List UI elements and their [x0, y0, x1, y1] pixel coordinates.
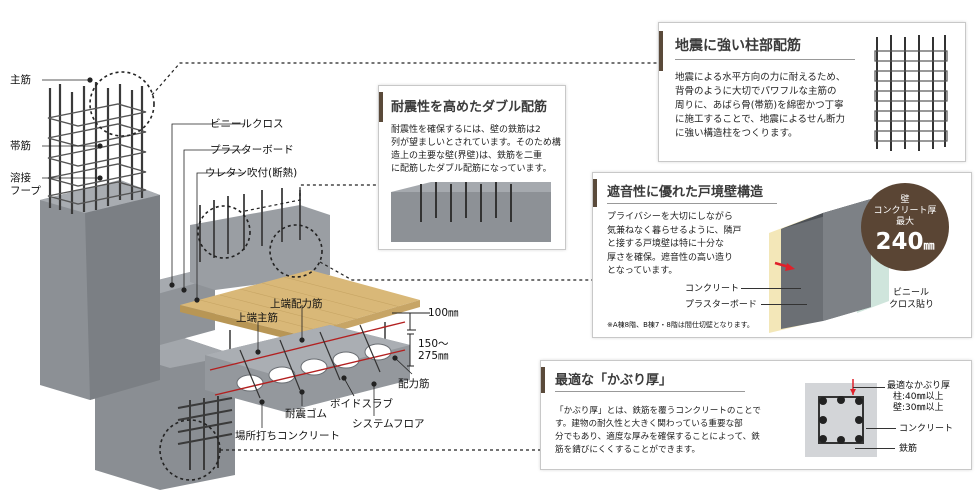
label-seismic-rubber: 耐震ゴム	[285, 408, 327, 420]
panel-column-title: 地震に強い柱部配筋	[675, 38, 801, 54]
cover-label-rebar: 鉄筋	[899, 444, 918, 454]
label-cast-concrete: 場所打ちコンクリート	[235, 430, 340, 442]
wall-note: ※A棟8階、B棟7・8階は間仕切壁となります。	[607, 321, 754, 329]
label-main-rebar: 主筋	[10, 74, 31, 86]
label-hoop: 帯筋	[10, 140, 31, 152]
panel-column-text: 地震による水平方向の力に耐えるため、 背骨のように大切でパワフルな主筋の 周りに…	[675, 72, 846, 139]
label-urethan: ウレタン吹付(断熱)	[205, 167, 298, 179]
panel-double-rebar: 耐震性を高めたダブル配筋 耐震性を確保するには、壁の鉄筋は2 列が望ましいとされ…	[378, 85, 566, 250]
double-rebar-illustration	[391, 182, 551, 242]
label-plasterboard: プラスターボード	[210, 144, 294, 156]
label-vinyl-cloth: ビニールクロス	[210, 118, 284, 130]
panel-double-title: 耐震性を高めたダブル配筋	[391, 100, 548, 115]
label-slab-100: 100㎜	[428, 307, 459, 319]
label-distribution-bar: 配力筋	[398, 378, 430, 390]
wall-label-vinyl-2: クロス貼り	[889, 300, 935, 310]
back-wall	[190, 205, 330, 290]
label-welded-hoop-1: 溶接	[10, 172, 31, 184]
wall-label-vinyl-1: ビニール	[893, 288, 930, 298]
cover-label-concrete: コンクリート	[899, 424, 954, 434]
panel-column-rebar: 地震に強い柱部配筋 地震による水平方向の力に耐えるため、 背骨のように大切でパワ…	[658, 22, 966, 162]
column-rebar-illustration	[874, 35, 948, 151]
cover-label-wall: 壁:30㎜以上	[893, 403, 944, 413]
wood-floor	[180, 270, 420, 335]
callout-wall	[269, 224, 323, 278]
label-top-distribution-bar: 上端配力筋	[270, 298, 323, 310]
cover-section-illustration	[805, 379, 877, 457]
panel-double-text: 耐震性を確保するには、壁の鉄筋は2 列が望ましいとされています。そのため構 造上…	[391, 125, 561, 174]
label-slab-thickness-1: 150～	[418, 338, 449, 350]
wall-thickness-badge: 壁 コンクリート厚 最大 240㎜	[861, 183, 949, 271]
label-welded-hoop-2: フープ	[10, 185, 41, 197]
label-slab-thickness-2: 275㎜	[418, 350, 449, 362]
cover-label-column: 柱:40㎜以上	[893, 392, 944, 402]
callout-double	[197, 205, 251, 259]
panel-wall-text: プライバシーを大切にしながら 気兼ねなく暮らせるように、隣戸 と接する戸境壁は特…	[607, 212, 742, 276]
cover-label-optimal: 最適なかぶり厚	[887, 381, 951, 391]
panel-cover-text: 「かぶり厚」とは、鉄筋を覆うコンクリートのことで す。建物の耐久性と大きく関わっ…	[555, 406, 761, 455]
column-rebars	[48, 82, 144, 214]
panel-partition-wall: 遮音性に優れた戸境壁構造 プライバシーを大切にしながら 気兼ねなく暮らせるように…	[592, 172, 972, 338]
label-system-floor: システムフロア	[352, 418, 425, 430]
wall-label-concrete: コンクリート	[685, 284, 740, 294]
column-hoops	[47, 103, 147, 205]
label-top-main-bar: 上端主筋	[236, 312, 278, 324]
panel-cover-title: 最適な「かぶり厚」	[555, 373, 673, 388]
panel-wall-title: 遮音性に優れた戸境壁構造	[607, 185, 764, 200]
callout-column	[89, 71, 155, 137]
panel-cover-thickness: 最適な「かぶり厚」 「かぶり厚」とは、鉄筋を覆うコンクリートのことで す。建物の…	[540, 360, 972, 470]
label-void-slab: ボイドスラブ	[330, 398, 393, 410]
wall-label-plasterboard: プラスターボード	[685, 300, 757, 310]
